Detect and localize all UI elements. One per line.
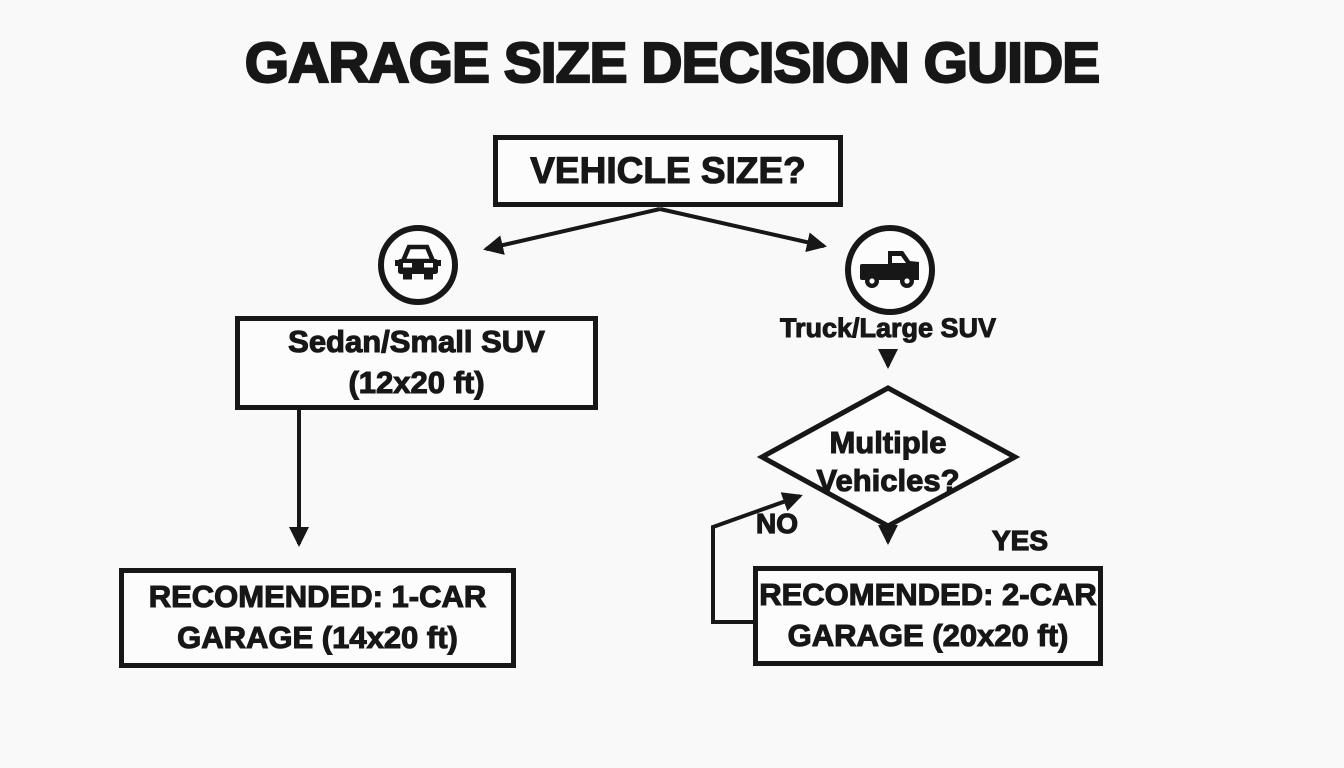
arrow-root-to-truck (659, 207, 827, 253)
two-car-outcome-node: RECOMENDED: 2-CAR GARAGE (20x20 ft) (753, 566, 1103, 666)
multiple-vehicles-decision-label: Multiple Vehicles? (788, 424, 988, 500)
no-branch-label: NO (755, 507, 798, 539)
yes-branch-label: YES (991, 524, 1049, 556)
arrow-no-loop (711, 492, 803, 624)
car-icon (378, 225, 458, 305)
truck-branch-label: Truck/Large SUV (779, 313, 997, 344)
one-car-outcome-node: RECOMENDED: 1-CAR GARAGE (14x20 ft) (119, 568, 516, 668)
one-car-outcome-line1: RECOMENDED: 1-CAR (148, 579, 487, 615)
one-car-outcome-line2: GARAGE (14x20 ft) (177, 619, 459, 655)
diagram-title: GARAGE SIZE DECISION GUIDE (244, 30, 1102, 96)
decision-line1: Multiple (829, 424, 947, 460)
sedan-option-node: Sedan/Small SUV (12x20 ft) (235, 316, 598, 410)
sedan-option-line2: (12x20 ft) (348, 364, 485, 400)
arrow-root-to-car (483, 207, 661, 255)
decision-line2: Vehicles? (816, 462, 960, 498)
sedan-option-line1: Sedan/Small SUV (288, 324, 546, 360)
two-car-outcome-line1: RECOMENDED: 2-CAR (759, 577, 1098, 613)
vehicle-size-node: VEHICLE SIZE? (493, 135, 843, 207)
truck-icon (845, 225, 935, 315)
two-car-outcome-line2: GARAGE (20x20 ft) (787, 617, 1069, 653)
vehicle-size-label: VEHICLE SIZE? (530, 149, 807, 191)
